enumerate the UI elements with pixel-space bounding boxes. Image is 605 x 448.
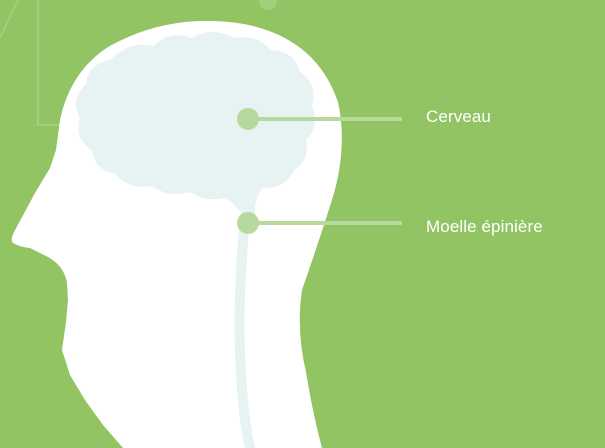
circuit-node-decoration xyxy=(259,0,277,10)
spinal-cord-label: Moelle épinière xyxy=(426,217,543,237)
spinal-cord-marker-dot xyxy=(237,212,259,234)
brain-marker-dot xyxy=(237,108,259,130)
brain-label: Cerveau xyxy=(426,107,491,127)
